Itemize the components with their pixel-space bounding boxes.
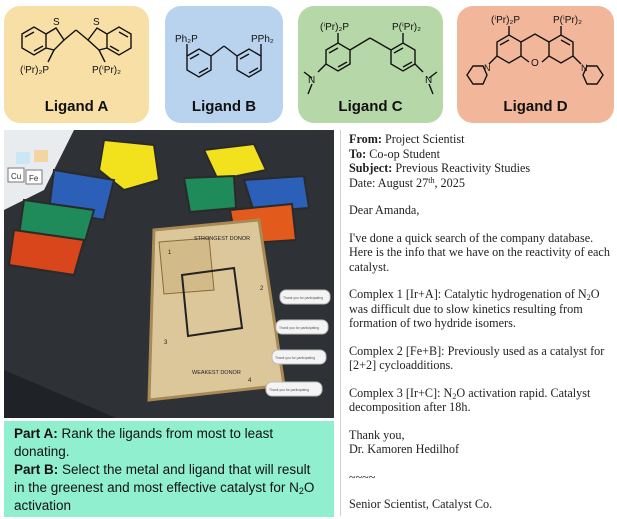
sulfur-atom-left: S — [53, 17, 60, 28]
puzzle-piece-red — [7, 228, 86, 277]
color-card — [34, 150, 48, 162]
email-date: Date: August 27th, 2025 — [349, 175, 465, 190]
part-a: Part A: Rank the ligands from most to le… — [14, 425, 324, 461]
activity-photo: Cu Fe STRONGEST DONOR WEAKEST DONOR 1 2 … — [4, 130, 334, 418]
email-complex-3: Complex 3 [Ir+C]: N2O activation rapid. … — [349, 385, 591, 415]
email-intro: I've done a quick search of the company … — [349, 230, 610, 274]
ligand-d-label: Ligand D — [503, 98, 568, 115]
substituent-right: P(ⁱPr)₂ — [92, 65, 121, 76]
ligand-d-o-atom: O — [531, 58, 539, 69]
ligand-c-label: Ligand C — [338, 98, 403, 115]
ligand-c-n-left: N — [308, 75, 315, 86]
ligand-c-substituent-left: (ⁱPr)₂P — [320, 22, 349, 33]
ligand-b-substituent-right: PPh₂ — [251, 34, 274, 45]
ligand-d-card: (ⁱPr)₂P P(ⁱPr)₂ O N N Ligand D — [457, 6, 614, 123]
email-tilde: ~~~~ — [349, 469, 376, 484]
part-a-text: Rank the ligands from most to least dona… — [14, 426, 274, 459]
ligand-d-substituent-left: (ⁱPr)₂P — [491, 15, 520, 26]
ligand-b-label: Ligand B — [191, 98, 257, 115]
ligand-d-structure: (ⁱPr)₂P P(ⁱPr)₂ O N N — [466, 15, 604, 85]
ligand-c-n-right: N — [425, 75, 432, 86]
part-a-label: Part A: — [14, 426, 58, 441]
svg-text:Thank you for participating: Thank you for participating — [283, 296, 323, 300]
email-message: From: Project Scientist To: Co-op Studen… — [340, 130, 614, 516]
email-signature-title: Senior Scientist, Catalyst Co. — [349, 497, 493, 511]
ligand-a-label: Ligand A — [44, 98, 109, 115]
puzzle-piece-yellow-2 — [202, 142, 268, 182]
board-label-strongest: STRONGEST DONOR — [194, 236, 250, 242]
svg-text:Thank you for participating: Thank you for participating — [275, 356, 315, 360]
part-b-label: Part B: — [14, 462, 59, 477]
puzzle-piece-yellow — [97, 138, 161, 192]
svg-text:Fe: Fe — [29, 174, 39, 183]
ligand-c-substituent-right: P(ⁱPr)₂ — [392, 22, 421, 33]
ligand-d-n-right: N — [581, 63, 588, 73]
email-signer: Dr. Kamoren Hedilhof — [349, 442, 459, 456]
color-card — [16, 152, 30, 164]
element-card-cu — [7, 167, 25, 183]
email-subject: Subject: Previous Reactivity Studies — [349, 161, 531, 175]
email-greeting: Dear Amanda, — [349, 203, 420, 217]
tag — [265, 381, 323, 397]
slot-number: 1 — [168, 250, 172, 256]
email-complex-2: Complex 2 [Fe+B]: Previously used as a c… — [349, 343, 605, 373]
element-card-fe — [25, 169, 43, 185]
email-signoff: Thank you,Dr. Kamoren Hedilhof — [349, 428, 614, 457]
svg-text:Cu: Cu — [11, 172, 21, 181]
ligand-a-structure: S S (ⁱPr)₂P P(ⁱPr)₂ — [20, 17, 132, 76]
ligand-a-card: S S (ⁱPr)₂P P(ⁱPr)₂ Ligand A — [4, 6, 149, 123]
puzzle-board-illustration: Cu Fe STRONGEST DONOR WEAKEST DONOR 1 2 … — [4, 130, 334, 418]
part-b-text: Select the metal and ligand that will re… — [14, 462, 311, 495]
instructions-panel: Part A: Rank the ligands from most to le… — [4, 421, 334, 517]
ligand-c-card: (ⁱPr)₂P P(ⁱPr)₂ N N Ligand C — [298, 6, 443, 123]
slot-number: 4 — [248, 378, 252, 384]
tag — [271, 349, 327, 365]
email-from: From: Project Scientist — [349, 132, 465, 146]
email-to: To: Co-op Student — [349, 146, 440, 161]
tag — [275, 319, 329, 335]
part-b: Part B: Select the metal and ligand that… — [14, 462, 315, 513]
tag — [279, 289, 331, 305]
email-complex-1: Complex 1 [Ir+A]: Catalytic hydrogenatio… — [349, 287, 600, 330]
ligand-b-card: Ph₂P PPh₂ Ligand B — [165, 6, 283, 123]
ligand-b-structure: Ph₂P PPh₂ — [175, 34, 274, 78]
ligand-d-n-left: N — [484, 63, 491, 73]
ligand-d-substituent-right: P(ⁱPr)₂ — [553, 15, 582, 26]
ligand-c-structure: (ⁱPr)₂P P(ⁱPr)₂ N N — [303, 22, 438, 95]
board-label-weakest: WEAKEST DONOR — [192, 370, 241, 376]
svg-text:Thank you for participating: Thank you for participating — [279, 326, 319, 330]
sulfur-atom-right: S — [93, 17, 100, 28]
slot-number: 3 — [164, 340, 168, 346]
substituent-left: (ⁱPr)₂P — [20, 65, 49, 76]
puzzle-piece-green-2 — [182, 174, 238, 214]
svg-text:Thank you for participating: Thank you for participating — [269, 388, 309, 392]
ligand-b-substituent-left: Ph₂P — [175, 34, 198, 45]
slot-number: 2 — [260, 286, 264, 292]
